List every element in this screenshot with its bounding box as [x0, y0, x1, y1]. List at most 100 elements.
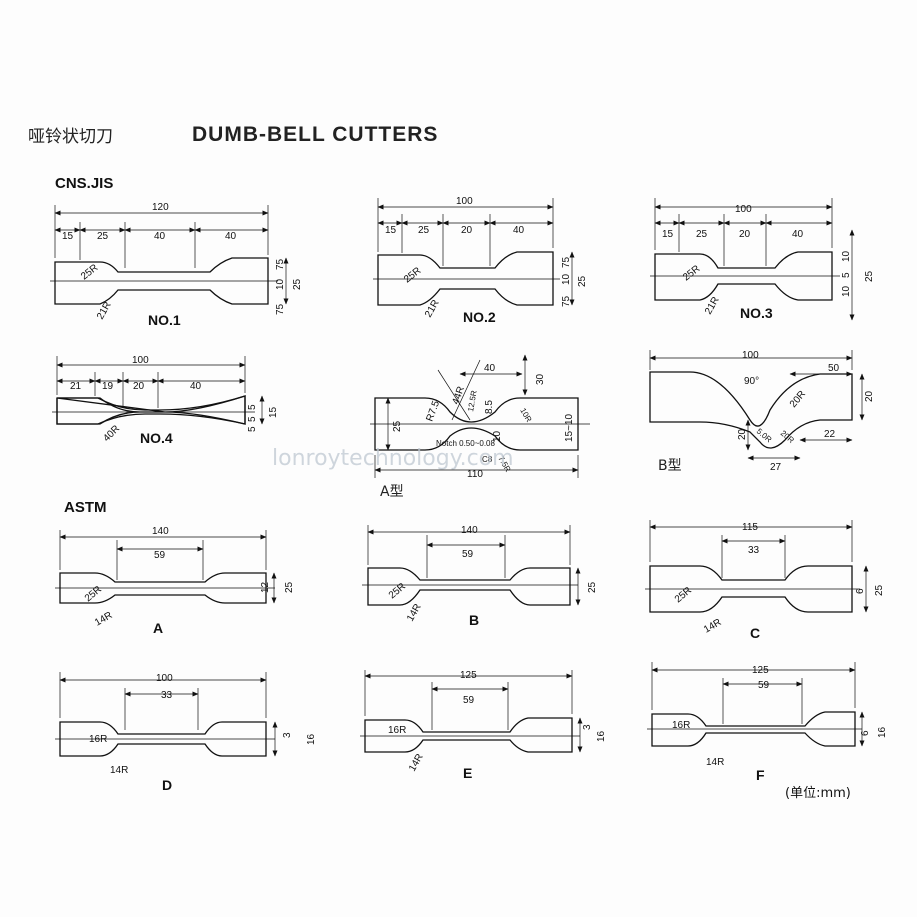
no2-width-total: 25: [577, 275, 588, 287]
watermark: lonroytechnology.com: [272, 446, 514, 471]
astm-d-total: 100: [156, 673, 173, 684]
type-b-r2: 5.0R: [755, 427, 774, 445]
astm-e-width-2: 16: [596, 730, 607, 742]
no1-radius2: 21R: [95, 300, 114, 321]
no3-label: NO.3: [740, 305, 773, 321]
type-b-top-w: 50: [828, 363, 840, 374]
astm-f-mid: 59: [758, 680, 770, 691]
type-a-h-neck: 8.5: [484, 400, 495, 414]
astm-c-mid: 33: [748, 545, 760, 556]
cutter-type-b: 100 50 90° 20R 20 20 5.0R 20R 22 27 B型: [649, 350, 875, 474]
astm-a-total: 140: [152, 526, 169, 537]
astm-b-r1: 25R: [387, 581, 408, 601]
type-a-left-h: 25: [392, 420, 403, 432]
astm-a-label: A: [153, 620, 163, 636]
astm-e-label: E: [463, 765, 472, 781]
type-b-angle: 90°: [744, 376, 759, 387]
cutter-astm-c: 115 33 6 25 25R 14R C: [645, 520, 885, 641]
astm-a-r2: 14R: [93, 610, 114, 629]
no2-seg1: 15: [385, 225, 397, 236]
type-b-r: 20R: [788, 389, 808, 410]
astm-d-width-1: 3: [282, 732, 293, 738]
unit-note: (单位:mm): [785, 786, 851, 801]
astm-a-mid: 59: [154, 550, 166, 561]
astm-d-mid: 33: [161, 690, 173, 701]
no2-radius1: 25R: [402, 265, 423, 285]
no1-seg3: 40: [154, 231, 166, 242]
no3-outline: [654, 251, 833, 301]
no3-radius1: 25R: [681, 263, 702, 283]
no4-width-total: 15: [268, 406, 279, 418]
title-chinese: 哑铃状切刀: [28, 127, 113, 147]
astm-a-r1: 25R: [83, 584, 104, 604]
astm-e-total: 125: [460, 670, 477, 681]
no4-label: NO.4: [140, 430, 173, 446]
no1-width-2: 10: [275, 278, 286, 290]
type-a-label: A型: [380, 484, 404, 500]
cutter-no2: 100 15 25 20 40 75 10 75 25 25R 21R NO.2: [373, 196, 588, 325]
type-a-w-mid: 40: [484, 363, 496, 374]
title-english: DUMB-BELL CUTTERS: [192, 123, 438, 146]
no4-total: 100: [132, 355, 149, 366]
no1-width-3: 75: [275, 303, 286, 315]
no3-seg1: 15: [662, 229, 674, 240]
cutter-astm-d: 100 33 3 16 16R 14R D: [55, 672, 317, 793]
no1-seg4: 40: [225, 231, 237, 242]
type-b-w27: 27: [770, 462, 782, 473]
astm-e-r2: 14R: [407, 752, 426, 773]
astm-f-r1: 16R: [672, 720, 690, 731]
no4-seg3: 20: [133, 381, 145, 392]
astm-d-outline: [59, 721, 267, 757]
astm-a-width-2: 25: [284, 581, 295, 593]
astm-f-total: 125: [752, 665, 769, 676]
astm-f-outline: [651, 711, 856, 747]
no3-seg2: 25: [696, 229, 708, 240]
no2-outline: [377, 251, 554, 306]
astm-c-outline: [649, 565, 853, 613]
type-a-h-top: 30: [535, 373, 546, 385]
type-a-outline: [374, 397, 579, 451]
no4-seg1: 21: [70, 381, 82, 392]
no3-width-2: 5: [841, 272, 852, 278]
no2-seg2: 25: [418, 225, 430, 236]
type-b-h2: 20: [737, 428, 748, 440]
astm-c-width-1: 6: [855, 588, 866, 594]
astm-d-r2: 14R: [110, 765, 128, 776]
no1-label: NO.1: [148, 312, 181, 328]
no4-width-2: 5: [247, 416, 258, 422]
no3-width-1: 10: [841, 250, 852, 262]
type-a-notch: Notch 0.50~0.08: [436, 439, 495, 448]
astm-c-r2: 14R: [702, 617, 723, 636]
no4-seg2: 19: [102, 381, 114, 392]
astm-e-outline: [364, 717, 573, 753]
no3-width-total: 25: [864, 270, 875, 282]
no1-total: 120: [152, 202, 169, 213]
no3-seg3: 20: [739, 229, 751, 240]
no1-width-1: 75: [275, 258, 286, 270]
cutter-astm-b: 140 59 25 25R 14R B: [362, 525, 598, 628]
no3-width-3: 10: [841, 285, 852, 297]
no1-radius1: 25R: [79, 262, 100, 282]
type-b-w22: 22: [824, 429, 836, 440]
astm-f-r2: 14R: [706, 757, 724, 768]
no1-seg1: 15: [62, 231, 74, 242]
cutter-no4: 100 21 19 20 40 5 5 5 15 40R NO.4: [52, 355, 279, 446]
cutter-astm-e: 125 59 3 16 16R 14R E: [360, 670, 607, 781]
astm-b-label: B: [469, 612, 479, 628]
no4-seg4: 40: [190, 381, 202, 392]
type-a-right-w: 15~10: [564, 413, 575, 442]
cutter-astm-a: 140 59 12 25 25R 14R A: [55, 526, 295, 636]
no2-seg4: 40: [513, 225, 525, 236]
astm-a-width-1: 12: [260, 581, 271, 593]
astm-c-total: 115: [742, 522, 758, 533]
astm-d-r1: 16R: [89, 734, 107, 745]
type-b-label: B型: [658, 458, 682, 474]
no4-radius1: 40R: [101, 423, 122, 444]
no1-width-total: 25: [292, 278, 303, 290]
no2-width-3: 75: [561, 295, 572, 307]
type-a-r2: 44R: [450, 385, 467, 406]
cutter-no3: 100 15 25 20 40 10 5 10 25 25R 21R NO.3: [650, 198, 875, 321]
type-a-r1: R7.5: [424, 399, 442, 423]
no1-outline: [54, 257, 269, 305]
